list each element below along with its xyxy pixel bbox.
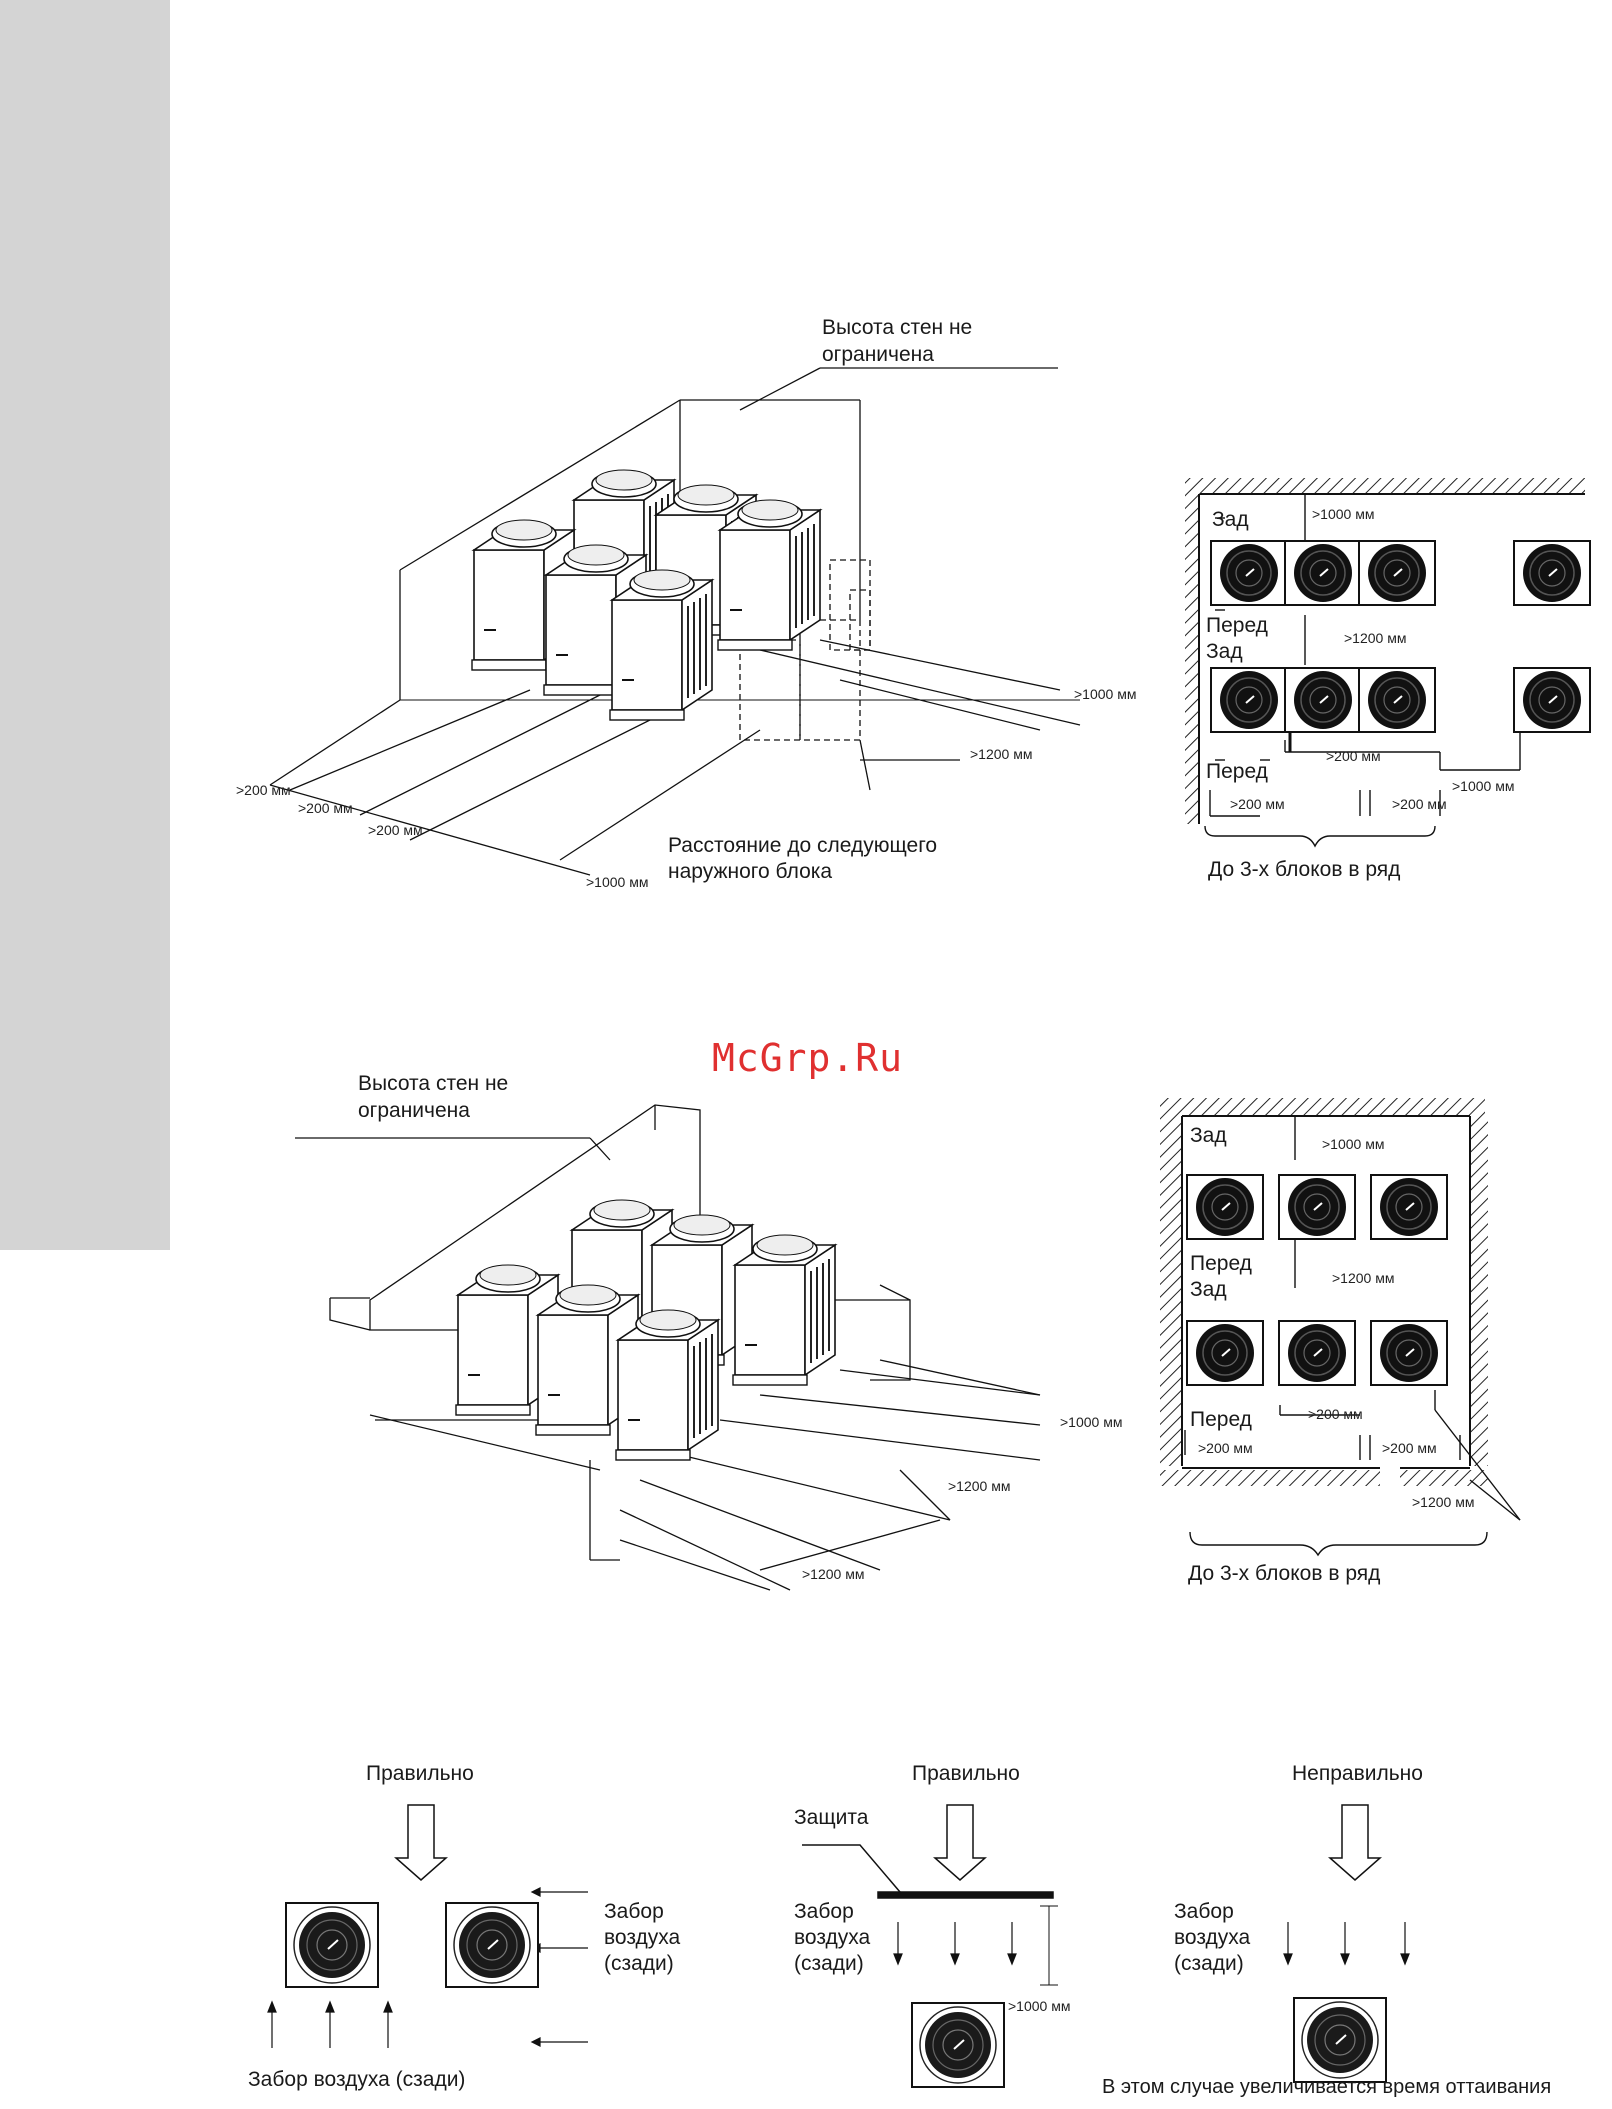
af-a-side-1: Забор [604, 1900, 664, 1923]
p1-dim-1200: >1200 мм [1344, 630, 1407, 646]
af-b-dim: >1000 мм [1008, 1998, 1071, 2014]
p2-dim-1200-bottom: >1200 мм [1412, 1494, 1475, 1510]
p1-dim-1000-right: >1000 мм [1452, 778, 1515, 794]
d2-wall-note-1: Высота стен не [358, 1072, 509, 1095]
p1-dim-200-right: >200 мм [1392, 796, 1447, 812]
d2-dim-1200a: >1200 мм [948, 1478, 1011, 1494]
airflow-c-fan [1293, 1997, 1387, 2083]
d1-next-unit-2: наружного блока [668, 860, 833, 883]
af-b-intake-2: воздуха [794, 1926, 871, 1949]
p1-front-2: Перед [1206, 760, 1268, 783]
p2-rear-1: Зад [1190, 1124, 1227, 1147]
af-a-verdict: Правильно [366, 1762, 474, 1785]
d1-wall-note-2: ограничена [822, 343, 934, 366]
af-b-shield: Защита [794, 1806, 869, 1829]
airflow-b-fan [911, 2002, 1005, 2088]
d1-dim-200a: >200 мм [236, 782, 291, 798]
d1-dim-1000: >1000 мм [1074, 686, 1137, 702]
diagram1-units [471, 470, 820, 720]
af-c-intake-1: Забор [1174, 1900, 1234, 1923]
p2-rear-2: Зад [1190, 1278, 1227, 1301]
p2-dim-200-right: >200 мм [1382, 1440, 1437, 1456]
af-c-note: В этом случае увеличивается время оттаив… [1102, 2076, 1552, 2098]
watermark: McGrp.Ru [712, 1036, 904, 1080]
p1-rear-1: Зад [1212, 508, 1249, 531]
d1-dim-200c: >200 мм [368, 822, 423, 838]
airflow-c [1283, 1804, 1410, 1966]
d2-dim-1200b: >1200 мм [802, 1566, 865, 1582]
d1-dim-200b: >200 мм [298, 800, 353, 816]
airflow-a-fan-right [445, 1902, 539, 1988]
airflow-a-fan-left [285, 1902, 379, 1988]
plan2 [1160, 1098, 1521, 1557]
d1-dim-1200: >1200 мм [970, 746, 1033, 762]
sidebar-band [0, 0, 170, 1250]
p1-dim-200-left: >200 мм [1230, 796, 1285, 812]
d1-wall-note-1: Высота стен не [822, 316, 973, 339]
d1-dim-1000b: >1000 мм [586, 874, 649, 890]
af-b-intake-3: (сзади) [794, 1952, 864, 1975]
p1-front-1: Перед [1206, 614, 1268, 637]
d1-next-unit-1: Расстояние до следующего [668, 834, 938, 857]
af-c-intake-2: воздуха [1174, 1926, 1251, 1949]
diagram2-units [455, 1199, 835, 1460]
p1-rear-2: Зад [1206, 640, 1243, 663]
p2-front-1: Перед [1190, 1252, 1252, 1275]
airflow-a [267, 1804, 588, 2048]
af-a-bottom: Забор воздуха (сзади) [248, 2068, 466, 2091]
airflow-b [802, 1804, 1058, 1986]
af-a-side-2: воздуха [604, 1926, 681, 1949]
p1-dim-1000: >1000 мм [1312, 506, 1375, 522]
af-c-intake-3: (сзади) [1174, 1952, 1244, 1975]
af-c-verdict: Неправильно [1292, 1762, 1423, 1785]
p1-dim-200-mid: >200 мм [1326, 748, 1381, 764]
p2-dim-200-left: >200 мм [1198, 1440, 1253, 1456]
p2-dim-1000: >1000 мм [1322, 1136, 1385, 1152]
d2-dim-1000: >1000 мм [1060, 1414, 1123, 1430]
p2-front-2: Перед [1190, 1408, 1252, 1431]
p2-caption: До 3-х блоков в ряд [1188, 1562, 1381, 1585]
p1-caption: До 3-х блоков в ряд [1208, 858, 1401, 881]
d2-wall-note-2: ограничена [358, 1099, 470, 1122]
p2-dim-1200: >1200 мм [1332, 1270, 1395, 1286]
diagram2-iso [295, 1104, 1041, 1591]
af-b-verdict: Правильно [912, 1762, 1020, 1785]
af-a-side-3: (сзади) [604, 1952, 674, 1975]
plan1 [1185, 478, 1585, 848]
p2-dim-200-mid: >200 мм [1308, 1406, 1363, 1422]
af-b-intake-1: Забор [794, 1900, 854, 1923]
